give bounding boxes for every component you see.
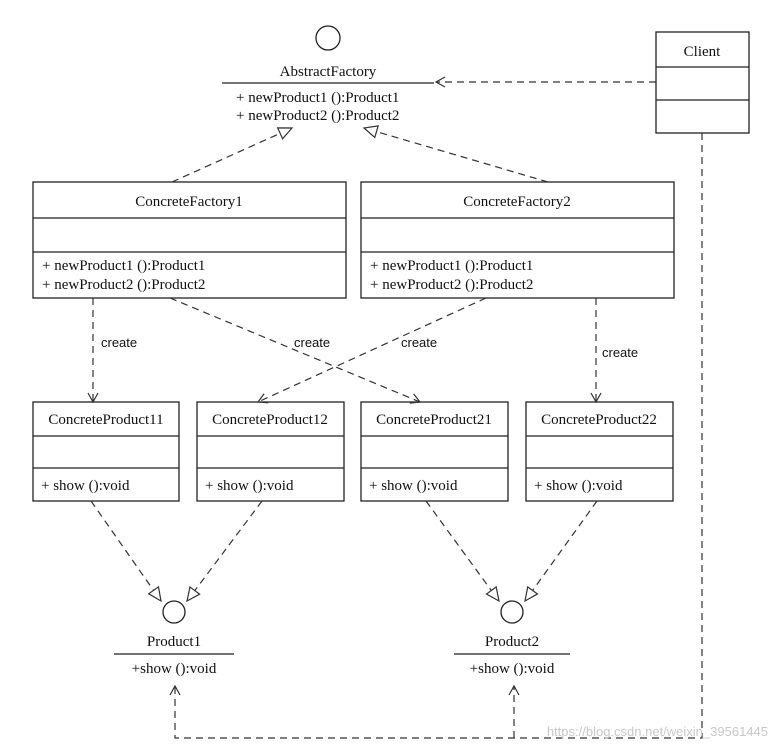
concrete-product-22-box <box>525 401 674 502</box>
factory-2-realization-arrow <box>362 125 549 183</box>
concrete-product-11-name: ConcreteProduct11 <box>48 412 163 428</box>
abstract-factory-interface-icon <box>315 25 341 51</box>
concrete-product-22-class: ConcreteProduct22 + show ():void <box>525 401 674 502</box>
concrete-factory-1-name: ConcreteFactory1 <box>135 194 242 210</box>
concrete-factory-2-name: ConcreteFactory2 <box>463 194 570 210</box>
product-2-method: +show ():void <box>470 661 555 677</box>
watermark-text: https://blog.csdn.net/weixin_39561445 <box>547 724 768 739</box>
client-class: Client <box>655 31 750 134</box>
concrete-factory-2-box <box>360 181 675 299</box>
concrete-product-11-class: ConcreteProduct11 + show ():void <box>32 401 180 502</box>
concrete-factory-2-method-1: + newProduct1 ():Product1 <box>370 258 533 274</box>
cp12-realization-arrow <box>186 500 263 603</box>
abstract-factory-method-1: + newProduct1 ():Product1 <box>236 90 399 106</box>
concrete-factory-1-class: ConcreteFactory1 + newProduct1 ():Produc… <box>32 181 347 299</box>
concrete-factory-2-method-2: + newProduct2 ():Product2 <box>370 277 533 293</box>
cp11-realization-arrow <box>90 500 162 603</box>
create-arrow-cp12 <box>256 297 487 404</box>
concrete-product-22-method: + show ():void <box>534 478 623 494</box>
factory-1-realization-arrow <box>171 127 294 183</box>
product-2-interface-icon <box>500 600 524 624</box>
abstract-factory-name: AbstractFactory <box>280 64 377 80</box>
concrete-product-22-name: ConcreteProduct22 <box>541 412 657 428</box>
product-1-interface-icon <box>162 600 186 624</box>
concrete-factory-1-method-1: + newProduct1 ():Product1 <box>42 258 205 274</box>
cp21-realization-arrow <box>425 500 500 603</box>
product-1-method: +show ():void <box>132 661 217 677</box>
concrete-factory-1-method-2: + newProduct2 ():Product2 <box>42 277 205 293</box>
product-2-interface: Product2 +show ():void <box>454 600 570 677</box>
create-label-2: create <box>294 335 330 350</box>
cp22-realization-arrow <box>524 500 598 603</box>
concrete-product-21-class: ConcreteProduct21 + show ():void <box>360 401 509 502</box>
abstract-factory-method-2: + newProduct2 ():Product2 <box>236 108 399 124</box>
product-2-name: Product2 <box>485 634 539 650</box>
concrete-factory-1-box <box>32 181 347 299</box>
create-label-3: create <box>401 335 437 350</box>
client-product-1-dependency <box>169 133 703 739</box>
concrete-product-21-method: + show ():void <box>369 478 458 494</box>
create-label-4: create <box>602 345 638 360</box>
concrete-factory-2-class: ConcreteFactory2 + newProduct1 ():Produc… <box>360 181 675 299</box>
product-1-name: Product1 <box>147 634 201 650</box>
client-name: Client <box>684 44 721 60</box>
concrete-product-12-class: ConcreteProduct12 + show ():void <box>196 401 345 502</box>
product-1-interface: Product1 +show ():void <box>114 600 234 677</box>
concrete-product-12-method: + show ():void <box>205 478 294 494</box>
concrete-product-21-name: ConcreteProduct21 <box>376 412 492 428</box>
create-arrow-cp21 <box>169 297 422 404</box>
concrete-product-12-box <box>196 401 345 502</box>
abstract-factory-interface: AbstractFactory + newProduct1 ():Product… <box>222 25 434 124</box>
create-label-1: create <box>101 335 137 350</box>
concrete-product-21-box <box>360 401 509 502</box>
concrete-product-11-box <box>32 401 180 502</box>
concrete-product-11-method: + show ():void <box>41 478 130 494</box>
concrete-product-12-name: ConcreteProduct12 <box>212 412 328 428</box>
